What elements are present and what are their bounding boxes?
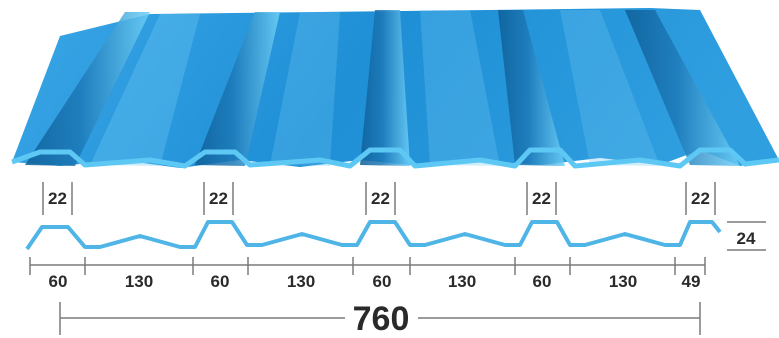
segment-label-5: 60 — [373, 272, 392, 291]
sheet-rib-1 — [25, 12, 150, 166]
sheet-rib-4 — [498, 10, 565, 166]
segment-label-1: 60 — [49, 272, 68, 291]
total-dimension-line — [59, 302, 701, 335]
total-width-label: 760 — [353, 300, 410, 338]
sheet-highlight-4 — [560, 10, 660, 166]
rib-top-label-5: 22 — [691, 189, 710, 208]
sheet-highlight-3 — [420, 10, 500, 166]
sheet-rib-3 — [360, 10, 410, 166]
sheet-highlight-2 — [270, 12, 340, 166]
rib-top-label-3: 22 — [371, 189, 390, 208]
height-label: 24 — [737, 229, 756, 248]
rib-top-label-1: 22 — [48, 189, 67, 208]
segment-label-3: 60 — [211, 272, 230, 291]
height-dimension — [727, 221, 766, 251]
segment-label-4: 130 — [287, 272, 315, 291]
segment-label-7: 60 — [533, 272, 552, 291]
rib-top-dimensions — [42, 182, 716, 215]
sheet-rib-2 — [195, 12, 280, 166]
segment-label-2: 130 — [125, 272, 153, 291]
segment-label-6: 130 — [448, 272, 476, 291]
profile-cross-section — [25, 220, 722, 251]
segment-dimension-line — [29, 257, 706, 275]
rib-top-label-2: 22 — [209, 189, 228, 208]
sheet-front-edge — [11, 147, 779, 169]
sheet-highlight-1 — [90, 14, 200, 166]
segment-label-8: 130 — [609, 272, 637, 291]
sheet-rib-5 — [625, 10, 740, 166]
rib-top-label-4: 22 — [532, 189, 551, 208]
segment-label-9: 49 — [682, 272, 701, 291]
roof-sheet-3d — [11, 8, 779, 169]
